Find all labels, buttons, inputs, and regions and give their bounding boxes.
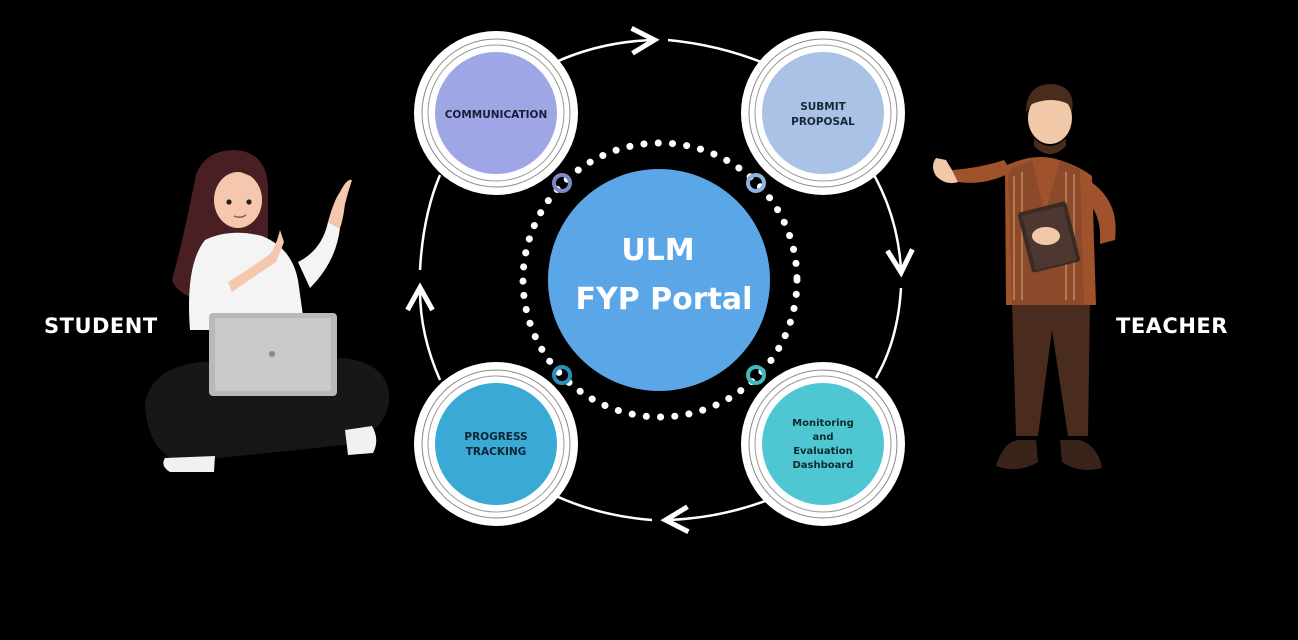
node-submit-proposal: SUBMIT PROPOSAL: [741, 31, 905, 195]
center-title-line1: ULM: [621, 233, 694, 268]
connector-ring-br: [746, 365, 766, 385]
center-circle: [548, 169, 770, 391]
node-communication-label: COMMUNICATION: [445, 109, 548, 121]
teacher-label: TEACHER: [1116, 314, 1228, 338]
student-illustration: [145, 150, 390, 472]
node-submit-proposal-line1: SUBMIT: [800, 101, 846, 113]
connector-ring-tr: [746, 173, 766, 193]
node-progress-line1: PROGRESS: [464, 431, 527, 443]
arrow-right-lower: [874, 287, 903, 379]
connector-ring-tl: [552, 173, 572, 193]
arrow-left-up: [420, 290, 442, 381]
teacher-illustration: [933, 84, 1116, 470]
center-title-line2: FYP Portal: [576, 282, 753, 317]
student-label: STUDENT: [44, 314, 158, 338]
arrow-left-upper: [418, 174, 442, 271]
arrow-top-left: [555, 40, 652, 64]
node-progress-tracking: PROGRESS TRACKING: [414, 362, 578, 526]
arrow-bottom-left: [668, 498, 769, 520]
connector-ring-bl: [552, 365, 572, 385]
node-monitoring-line4: Dashboard: [793, 460, 854, 471]
connector-rings: [552, 173, 766, 385]
arrow-right-down: [868, 167, 901, 270]
arrow-bottom-right: [555, 494, 653, 522]
cycle-arrows: [420, 40, 901, 520]
arrow-top-right: [667, 38, 767, 66]
node-monitoring-dashboard: Monitoring and Evaluation Dashboard: [741, 362, 905, 526]
node-monitoring-line2: and: [812, 432, 833, 443]
node-progress-line2: TRACKING: [466, 446, 527, 458]
node-communication: COMMUNICATION: [414, 31, 578, 195]
node-submit-proposal-line2: PROPOSAL: [791, 116, 855, 128]
node-monitoring-line1: Monitoring: [792, 418, 854, 429]
dotted-ring: [519, 139, 801, 421]
node-monitoring-line3: Evaluation: [793, 446, 853, 457]
center-portal: ULM FYP Portal: [548, 169, 770, 391]
